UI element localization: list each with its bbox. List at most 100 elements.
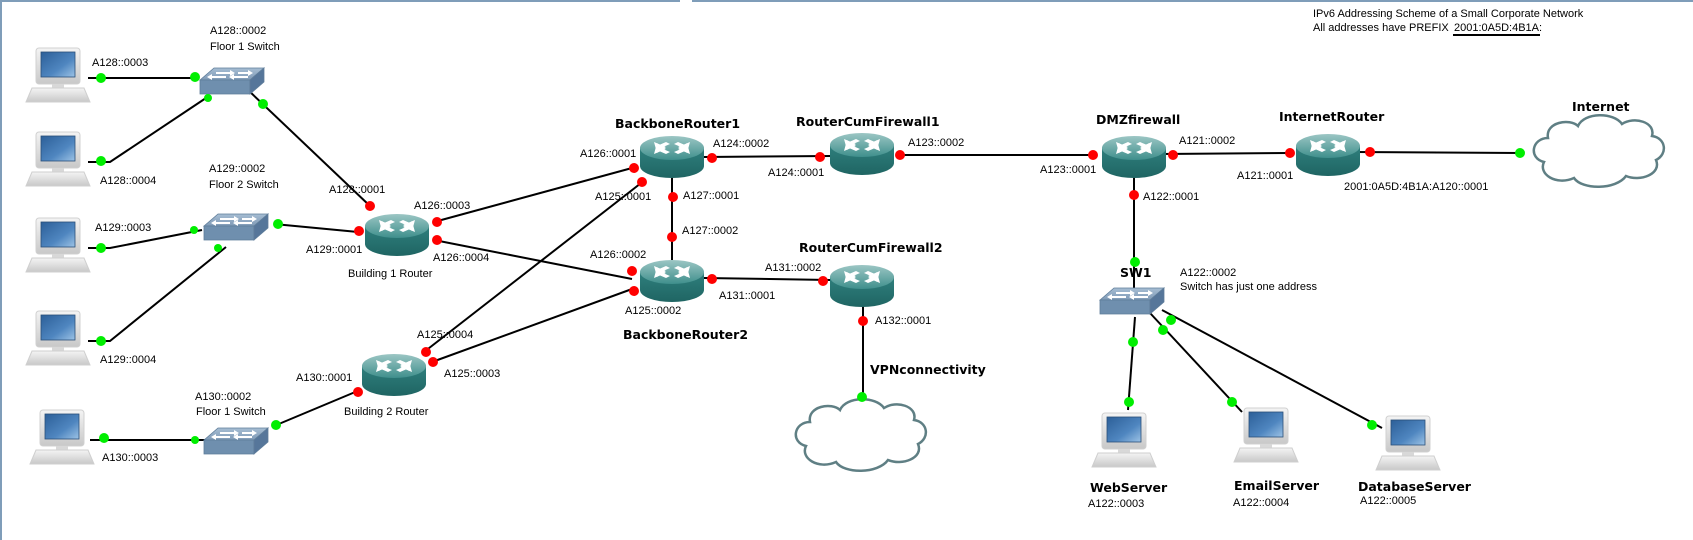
switch-floor1-building2[interactable] [203, 427, 269, 455]
link-internetrouter-internet [1353, 151, 1521, 154]
cloud-internet[interactable] [1532, 113, 1666, 189]
router-routercumfirewall1[interactable] [830, 133, 894, 175]
switch-floor2-building1[interactable] [203, 213, 269, 241]
router-backbone2[interactable] [640, 260, 704, 302]
switch-floor1-building1[interactable] [199, 67, 265, 95]
pc-a129-0003[interactable] [25, 217, 91, 273]
iface-label: A132::0001 [875, 315, 931, 327]
prefix-label: All addresses have PREFIX [1313, 22, 1449, 34]
port-down [365, 201, 375, 211]
router-name: BackboneRouter2 [623, 327, 748, 342]
cloud-vpnconnectivity[interactable] [794, 397, 928, 473]
router-name: RouterCumFirewall2 [799, 240, 943, 255]
port-down [627, 266, 637, 276]
window-frame-left [0, 0, 2, 540]
pc-databaseserver[interactable] [1375, 415, 1441, 471]
link-sw1-web [1127, 316, 1136, 411]
switch-name: SW1 [1120, 265, 1152, 280]
port-up [1227, 397, 1237, 407]
iface-label: A124::0002 [713, 138, 769, 150]
port-down [432, 235, 442, 245]
iface-label: A123::0002 [908, 137, 964, 149]
switch-name: Floor 1 Switch [196, 406, 266, 418]
port-down [858, 316, 868, 326]
port-down [818, 276, 828, 286]
pc-a128-0003[interactable] [25, 47, 91, 103]
port-up [1128, 337, 1138, 347]
pc-a130-0003[interactable] [29, 409, 95, 465]
port-up [1515, 148, 1525, 158]
iface-label: A131::0001 [719, 290, 775, 302]
link-bb1-rcf1 [703, 155, 831, 158]
pc-webserver[interactable] [1091, 412, 1157, 468]
router-dmzfirewall[interactable] [1102, 136, 1166, 178]
link-switch3-router2 [273, 389, 361, 427]
switch-sw1[interactable] [1099, 287, 1165, 315]
router-backbone1[interactable] [640, 136, 704, 178]
pc-a128-0004[interactable] [25, 131, 91, 187]
iface-label: A121::0002 [1179, 135, 1235, 147]
port-up [190, 72, 200, 82]
switch-name: Floor 1 Switch [210, 41, 280, 53]
link-pc129-4-switch [88, 246, 227, 342]
iface-label: 2001:0A5D:4B1A:A120::0001 [1344, 181, 1488, 193]
iface-label: A121::0001 [1237, 170, 1293, 182]
link-router1-bb2 [433, 239, 633, 280]
port-up [99, 433, 109, 443]
iface-label: A126::0001 [580, 148, 636, 160]
router-building1[interactable] [365, 214, 429, 256]
port-down [421, 347, 431, 357]
port-down [1285, 148, 1295, 158]
diagram-title: IPv6 Addressing Scheme of a Small Corpor… [1313, 8, 1584, 20]
router-internetrouter[interactable] [1296, 134, 1360, 176]
link-router2-bb2 [431, 288, 633, 363]
port-up [258, 99, 268, 109]
router-name: Building 1 Router [348, 268, 433, 280]
router-routercumfirewall2[interactable] [830, 265, 894, 307]
port-up [1130, 257, 1140, 267]
port-up [1166, 315, 1176, 325]
iface-label: A126::0002 [590, 249, 646, 261]
pc-label: A128::0003 [92, 57, 148, 69]
pc-label: A129::0003 [95, 222, 151, 234]
port-up [204, 94, 212, 102]
iface-label: A130::0001 [296, 372, 352, 384]
iface-label: A123::0001 [1040, 164, 1096, 176]
server-name: WebServer [1090, 480, 1168, 495]
switch-note: Switch has just one address [1180, 281, 1317, 293]
iface-label: A131::0002 [765, 262, 821, 274]
pc-emailserver[interactable] [1233, 407, 1299, 463]
window-frame-top [0, 0, 680, 2]
iface-label: A124::0001 [768, 167, 824, 179]
prefix-value: 2001:0A5D:4B1A: [1454, 22, 1542, 34]
iface-label: A125::0001 [595, 191, 651, 203]
switch-address: A128::0002 [210, 25, 266, 37]
router-name: RouterCumFirewall1 [796, 114, 940, 129]
port-up [96, 73, 106, 83]
iface-label: A129::0001 [306, 244, 362, 256]
port-up [1158, 325, 1168, 335]
port-down [815, 152, 825, 162]
router-building2[interactable] [362, 354, 426, 396]
server-name: EmailServer [1234, 478, 1320, 493]
port-up [271, 420, 281, 430]
port-up [96, 243, 106, 253]
router-name: DMZfirewall [1096, 112, 1180, 127]
port-up [273, 219, 283, 229]
server-name: DatabaseServer [1358, 479, 1472, 494]
iface-label: A125::0002 [625, 305, 681, 317]
pc-a129-0004[interactable] [25, 310, 91, 366]
router-name: BackboneRouter1 [615, 116, 740, 131]
link-pc129-3-switch [88, 229, 203, 249]
port-up [191, 436, 199, 444]
link-switch1-router1 [247, 89, 371, 207]
iface-label: A122::0001 [1143, 191, 1199, 203]
link-router2-bb1 [423, 179, 646, 353]
port-down [667, 232, 677, 242]
port-up [1367, 420, 1377, 430]
link-pc128-4-switch [88, 97, 207, 163]
link-switch2-router1 [273, 223, 359, 233]
switch-name: Floor 2 Switch [209, 179, 279, 191]
cloud-name: Internet [1572, 99, 1630, 114]
port-down [1365, 147, 1375, 157]
